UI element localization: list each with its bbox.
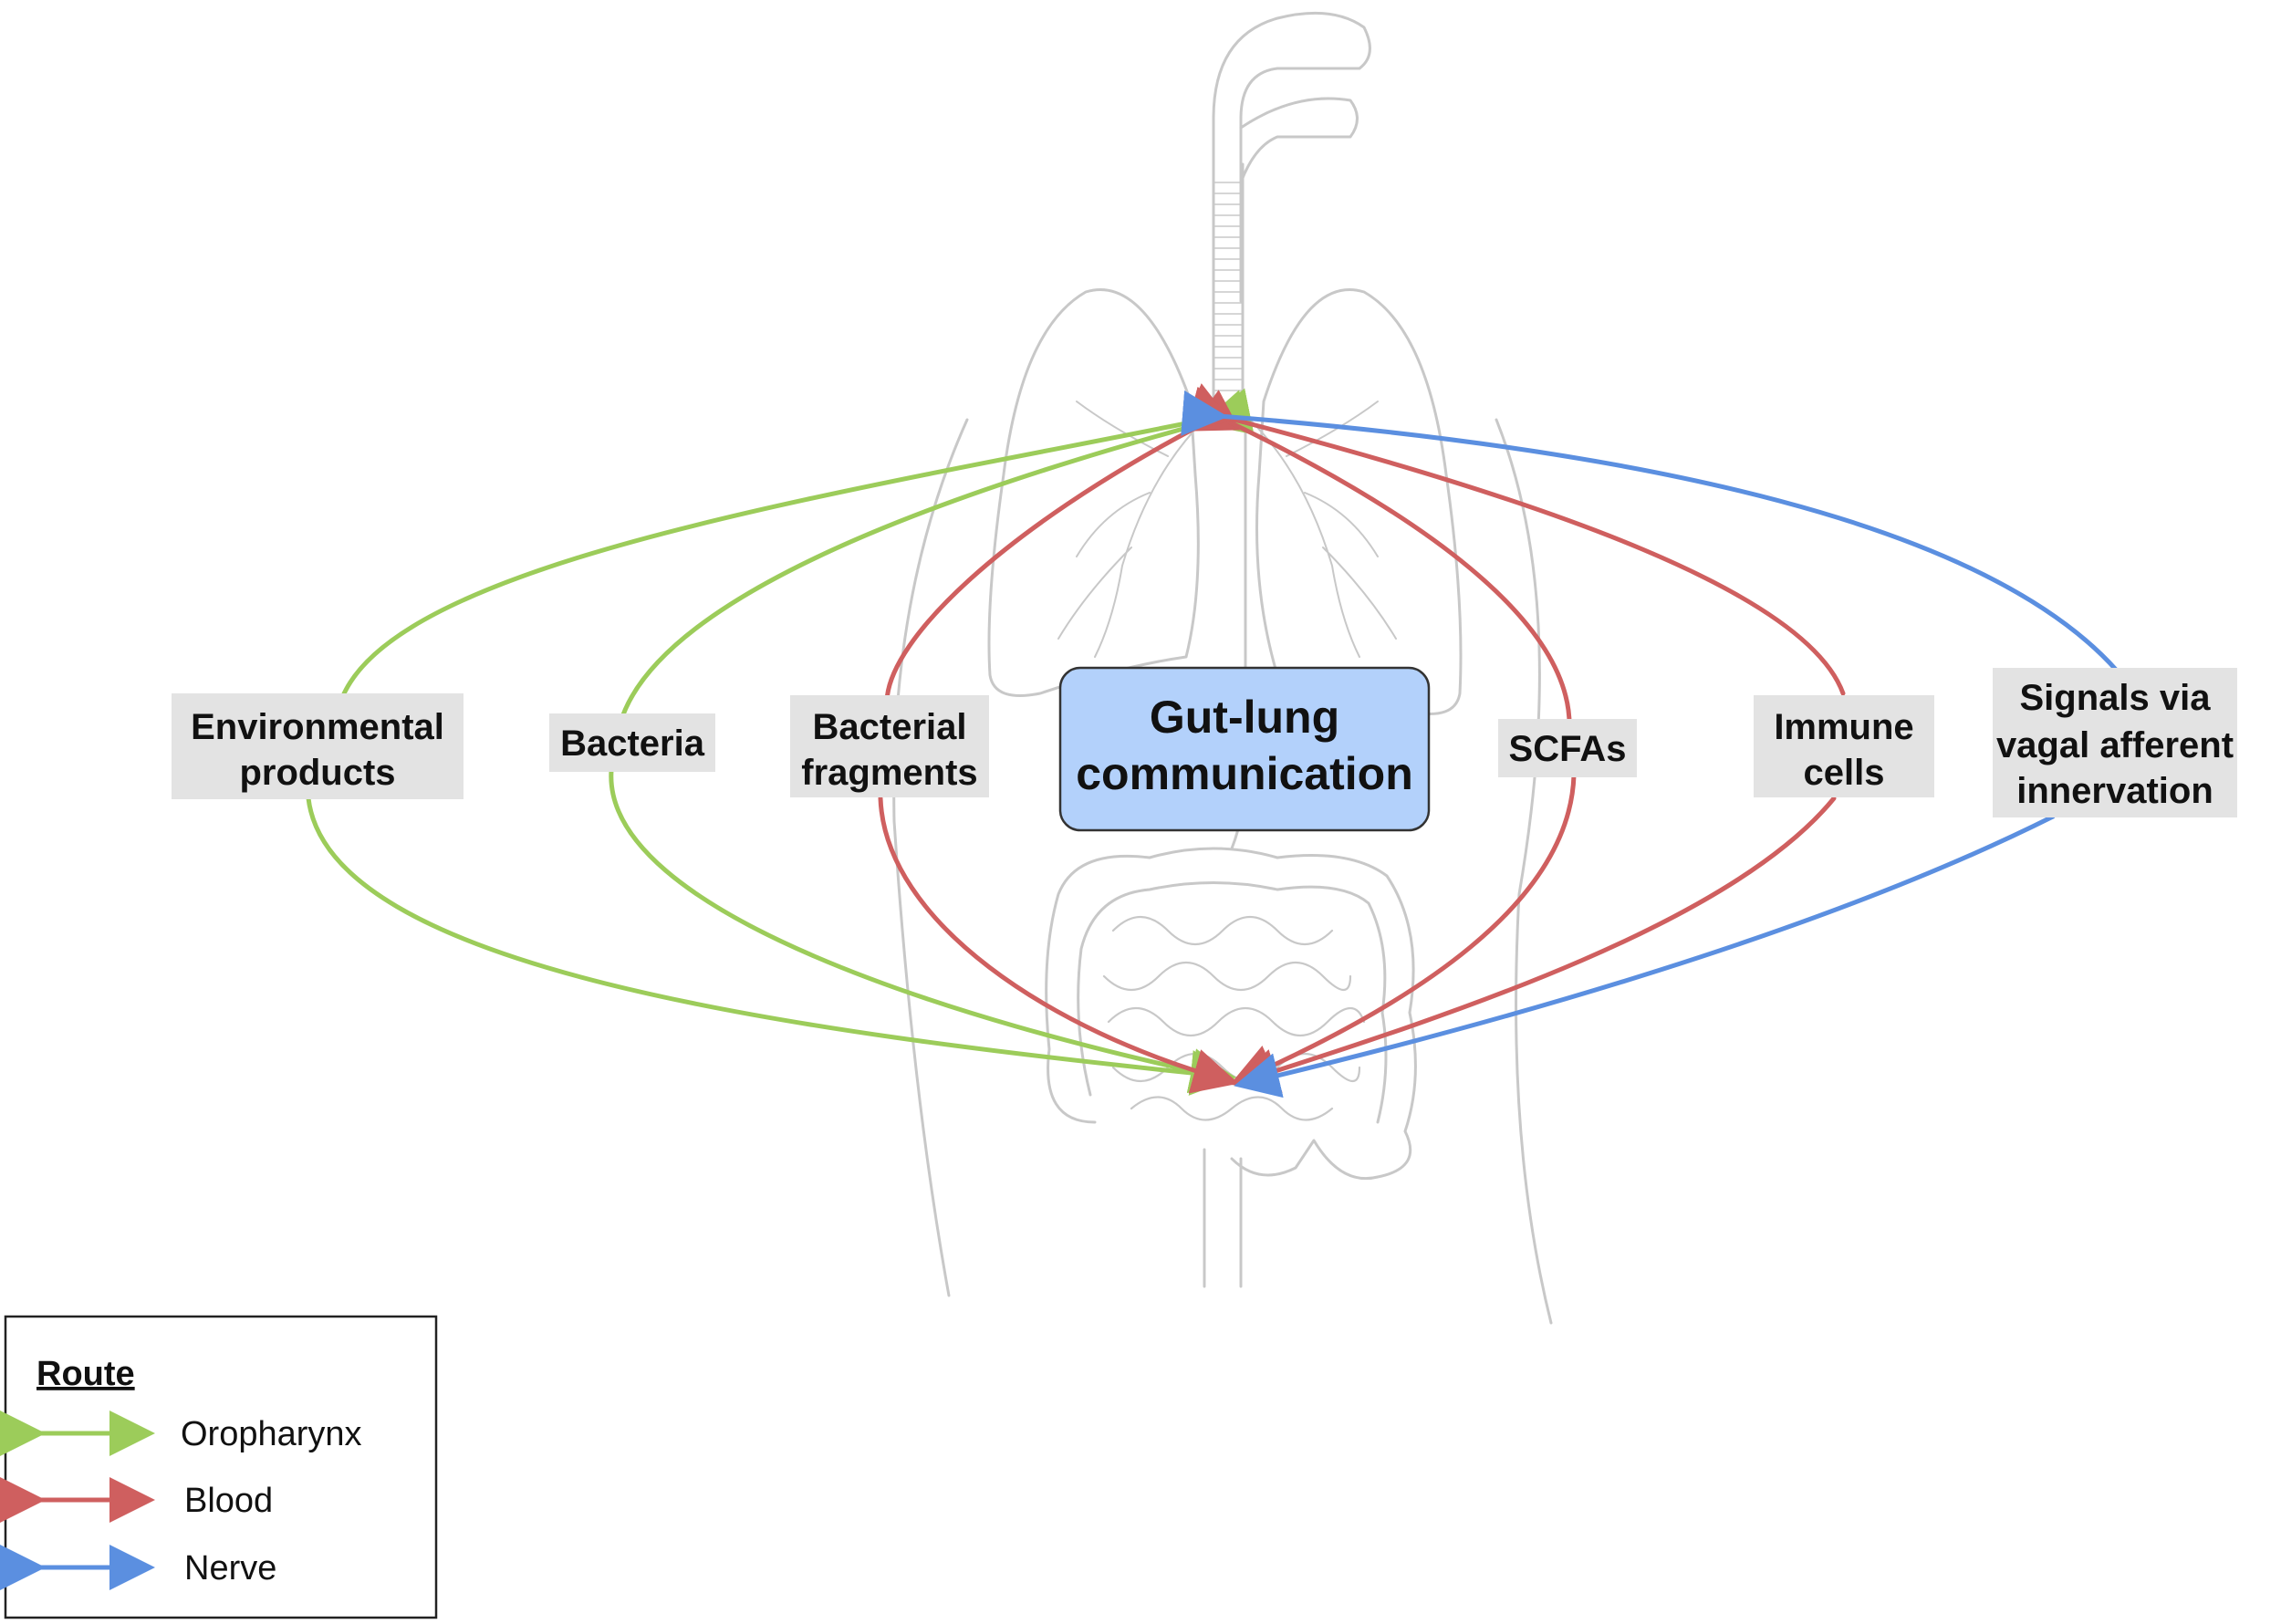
label-box	[1993, 668, 2237, 817]
colon-inner	[1077, 881, 1388, 1124]
arrow-environmental-products	[306, 418, 1227, 1077]
label-box	[172, 693, 463, 799]
arrow-bacterial-fragments	[878, 427, 1230, 1081]
arrow-vagal-signals	[1219, 416, 2120, 1084]
label-line: innervation	[2016, 771, 2213, 811]
legend-label-nerve: Nerve	[184, 1549, 276, 1588]
center-node: Gut-lung communication	[1058, 666, 1431, 832]
large-intestine	[1045, 847, 1417, 1181]
label-scfas: SCFAs	[1498, 719, 1637, 777]
head-outline	[1212, 11, 1371, 303]
label-bacteria: Bacteria	[549, 713, 715, 772]
label-bacterial-fragments: Bacterial fragments	[790, 695, 989, 797]
left-bronchi	[1057, 401, 1205, 658]
arrow-bacteria	[609, 422, 1227, 1078]
legend-label-oropharynx: Oropharynx	[181, 1415, 362, 1453]
left-lung	[987, 288, 1200, 697]
center-title-line: communication	[1076, 748, 1412, 799]
label-immune-cells: Immune cells	[1754, 695, 1934, 797]
route-arrows	[306, 416, 2120, 1084]
trachea	[1212, 162, 1245, 403]
label-vagal-signals: Signals via vagal afferent innervation	[1993, 668, 2237, 817]
label-environmental-products: Environmental products	[172, 693, 463, 799]
label-line: SCFAs	[1509, 729, 1627, 769]
arrow-scfas	[1224, 420, 1577, 1081]
label-line: Signals via	[2020, 678, 2212, 718]
label-line: cells	[1804, 753, 1885, 793]
small-intestine	[1102, 916, 1366, 1121]
label-line: vagal afferent	[1996, 725, 2234, 765]
arrow-immune-cells	[1227, 418, 1846, 1082]
label-line: Environmental	[191, 707, 444, 747]
rectum	[1203, 1148, 1243, 1288]
label-box	[1498, 719, 1637, 777]
legend-title: Route	[36, 1355, 135, 1393]
label-line: fragments	[801, 753, 977, 793]
label-line: Immune	[1774, 707, 1913, 747]
oral-cavity	[1239, 97, 1359, 184]
center-title-line: Gut-lung	[1150, 692, 1339, 743]
label-line: Bacterial	[813, 707, 967, 747]
right-bronchi	[1249, 401, 1397, 658]
torso-outline	[892, 418, 1553, 1325]
legend: Route Oropharynx Blood Nerve	[0, 1315, 438, 1619]
label-box	[790, 695, 989, 797]
center-box	[1058, 666, 1431, 832]
label-line: Bacteria	[560, 724, 705, 764]
legend-label-blood: Blood	[184, 1482, 273, 1520]
label-box	[1754, 695, 1934, 797]
right-lung	[1255, 288, 1463, 715]
label-box	[549, 713, 715, 772]
label-line: products	[239, 753, 395, 793]
